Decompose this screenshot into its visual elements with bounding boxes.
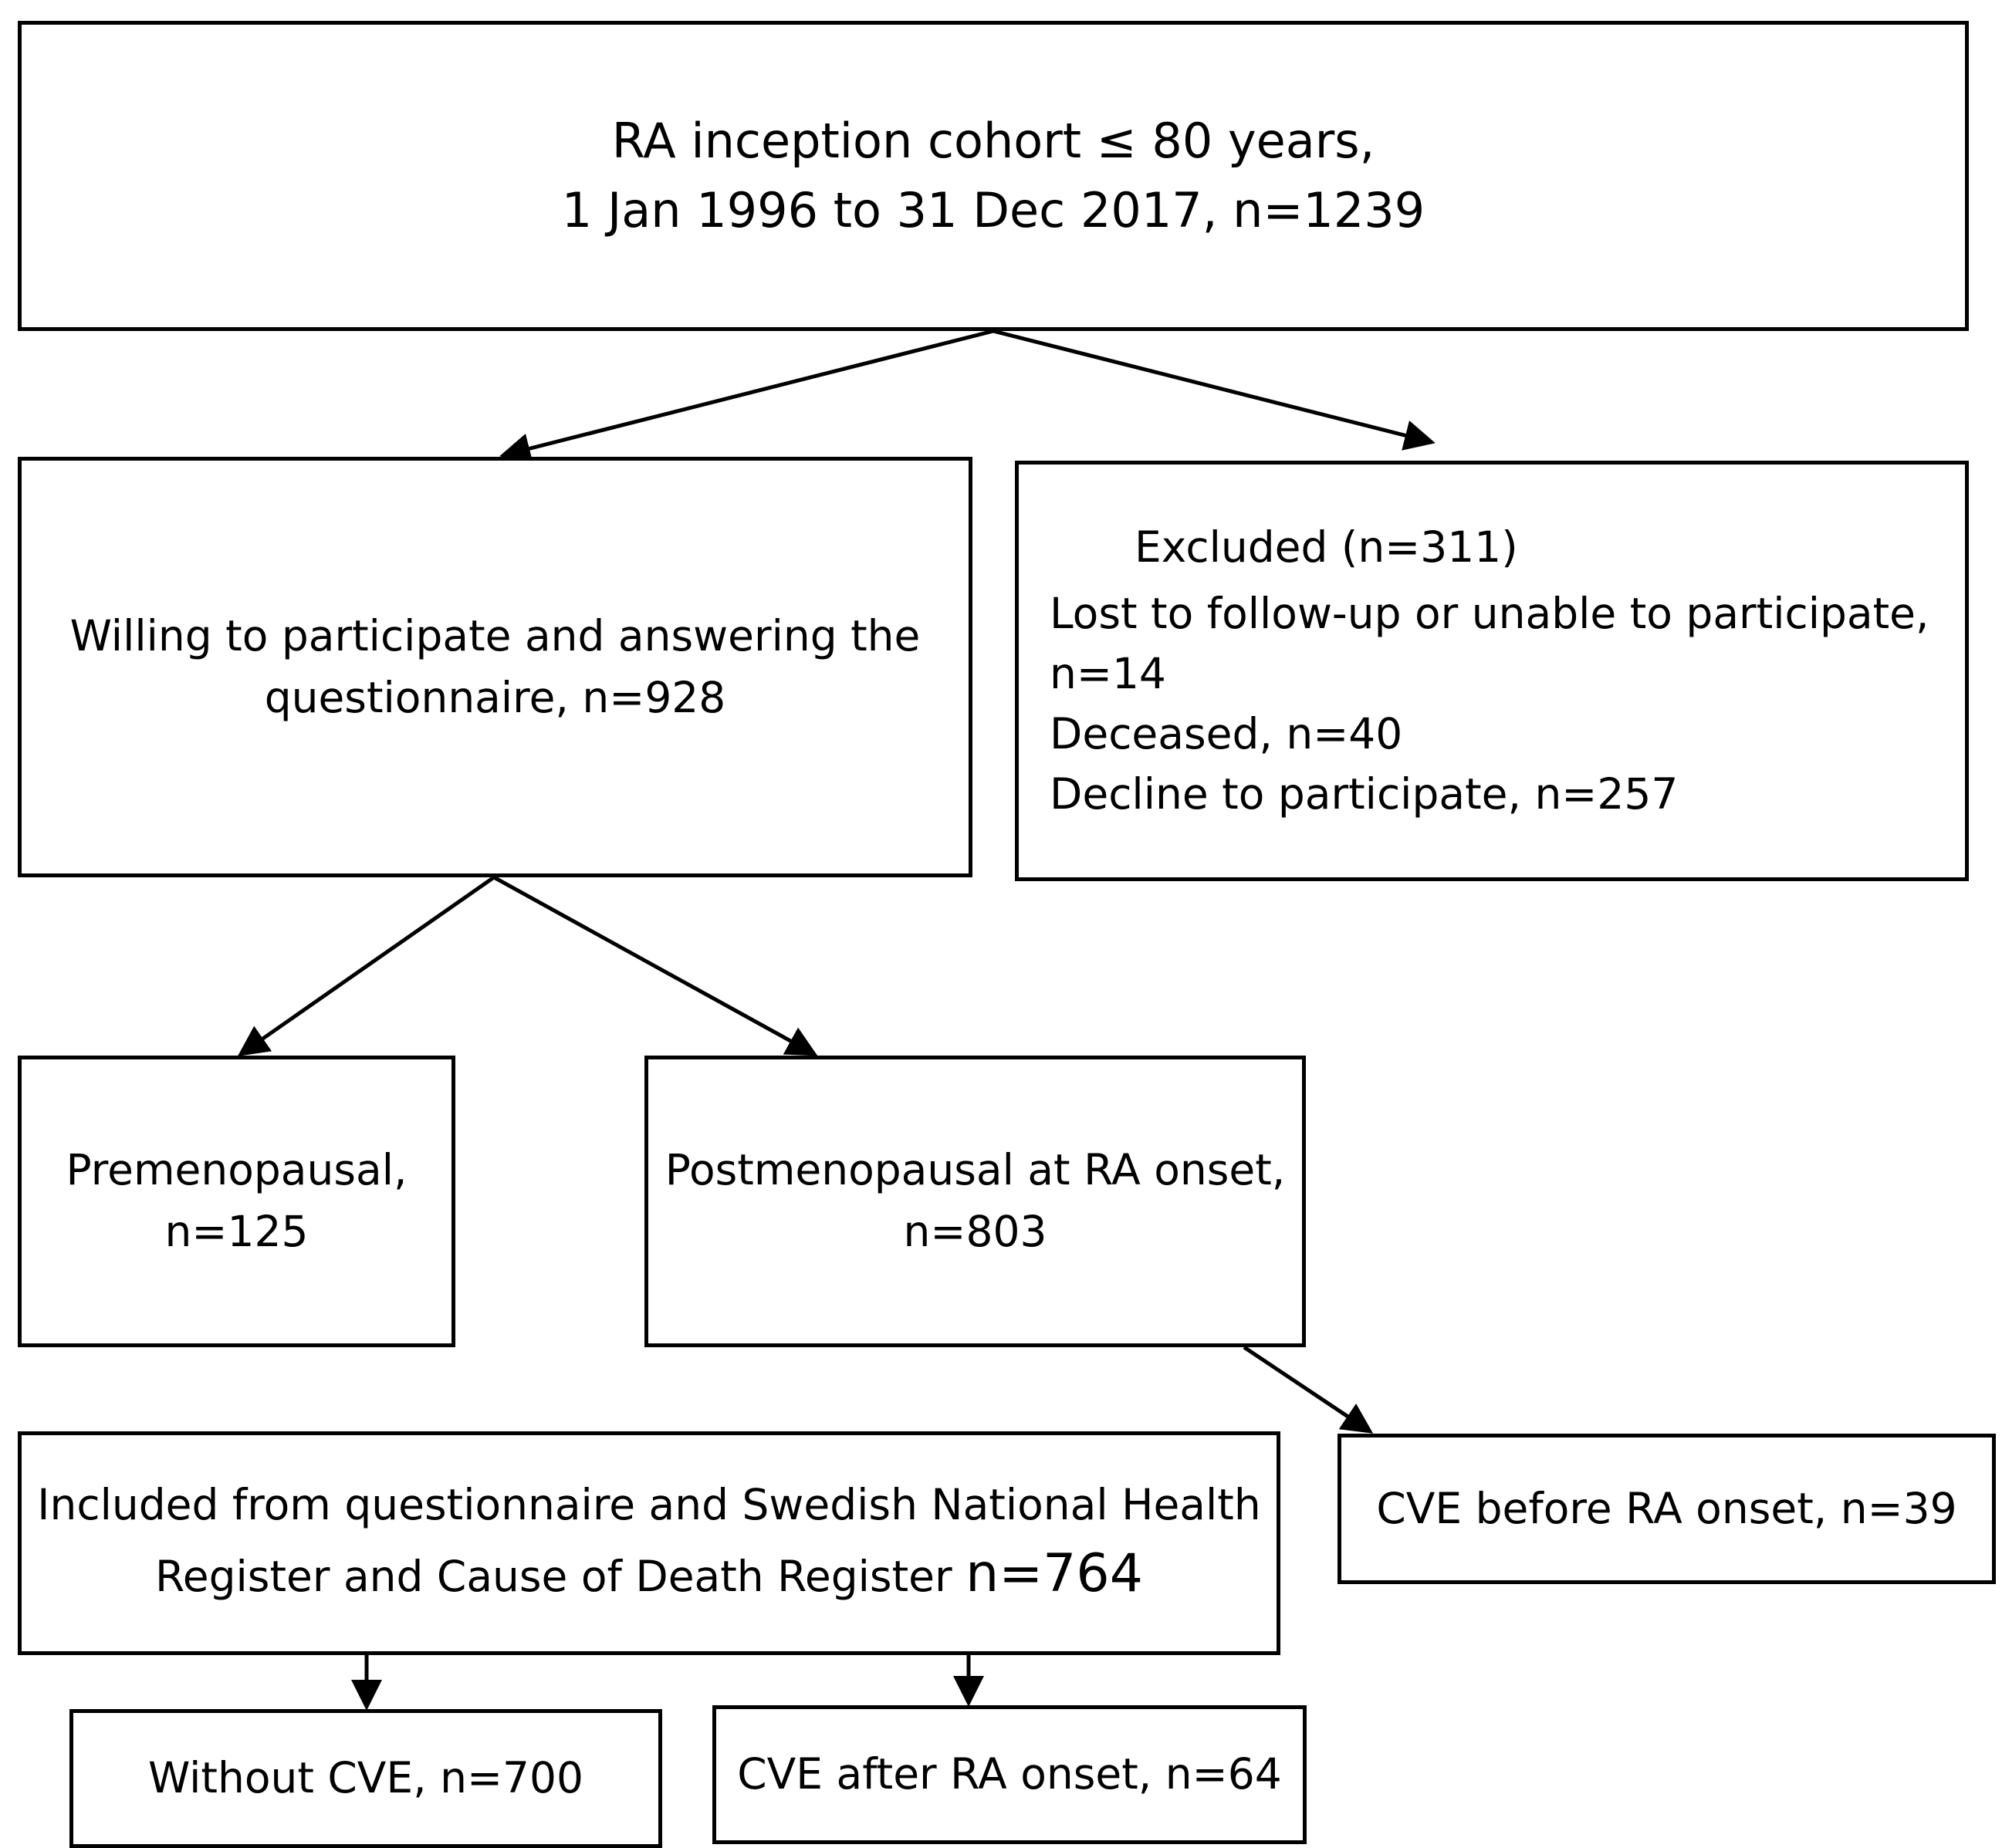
postmenopausal-box: Postmenopausal at RA onset, n=803 — [644, 1056, 1306, 1347]
postmenopausal-line-1: Postmenopausal at RA onset, — [665, 1145, 1286, 1195]
included-line-2-wrap: Register and Cause of Death Register n=7… — [155, 1536, 1143, 1613]
excluded-title: Excluded (n=311) — [1135, 522, 1518, 572]
cohort-line-2: 1 Jan 1996 to 31 Dec 2017, n=1239 — [561, 182, 1425, 238]
cohort-box: RA inception cohort ≤ 80 years, 1 Jan 19… — [18, 21, 1969, 331]
willing-box: Willing to participate and answering the… — [18, 457, 972, 877]
included-box: Included from questionnaire and Swedish … — [18, 1431, 1280, 1655]
arrow-cohort-to-willing — [499, 329, 994, 464]
excluded-line-3: Deceased, n=40 — [1050, 709, 1403, 759]
arrow-cohort-to-excluded — [993, 329, 1436, 451]
cve-after-box: CVE after RA onset, n=64 — [712, 1705, 1307, 1844]
cve-before-box: CVE before RA onset, n=39 — [1337, 1434, 1996, 1584]
postmenopausal-line-2: n=803 — [903, 1207, 1047, 1256]
included-count: n=764 — [965, 1542, 1143, 1604]
premenopausal-line-2: n=125 — [164, 1207, 309, 1256]
excluded-line-4: Decline to participate, n=257 — [1050, 769, 1679, 819]
excluded-line-1: Lost to follow-up or unable to participa… — [1050, 589, 1929, 639]
included-line-1: Included from questionnaire and Swedish … — [37, 1479, 1261, 1529]
excluded-box: Excluded (n=311) Lost to follow-up or un… — [1015, 461, 1969, 881]
cve-after-label: CVE after RA onset, n=64 — [737, 1749, 1282, 1799]
included-line-2: Register and Cause of Death Register — [155, 1551, 952, 1601]
willing-line-1: Willing to participate and answering the — [69, 610, 921, 660]
without-cve-box: Without CVE, n=700 — [69, 1709, 662, 1848]
cohort-line-1: RA inception cohort ≤ 80 years, — [611, 113, 1375, 170]
cve-before-label: CVE before RA onset, n=39 — [1376, 1483, 1957, 1533]
premenopausal-line-1: Premenopausal, — [66, 1145, 408, 1195]
arrow-willing-to-post — [492, 875, 818, 1056]
willing-line-2: questionnaire, n=928 — [264, 672, 726, 722]
premenopausal-box: Premenopausal, n=125 — [18, 1056, 455, 1347]
arrow-willing-to-pre — [237, 875, 495, 1056]
without-cve-label: Without CVE, n=700 — [147, 1753, 584, 1803]
arrow-post-to-cve-before — [1243, 1345, 1374, 1434]
excluded-line-2: n=14 — [1050, 649, 1166, 699]
